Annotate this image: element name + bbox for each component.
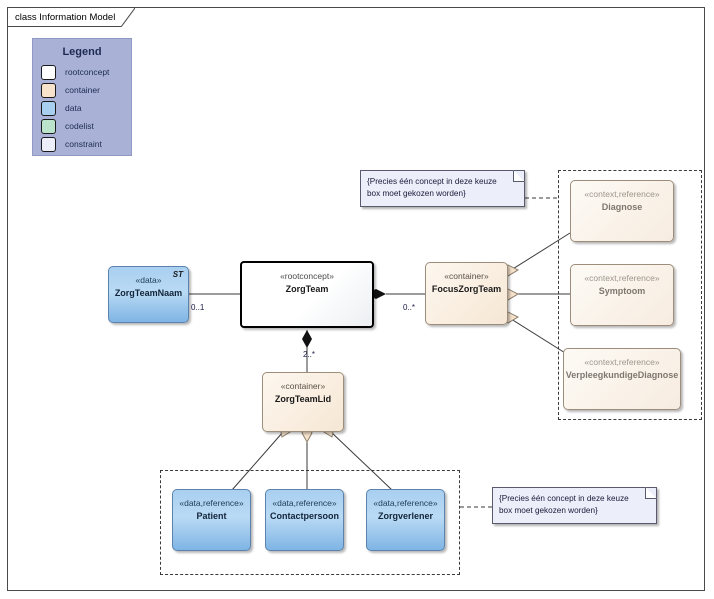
class-symptoom-stereotype: «context,reference» (584, 273, 660, 283)
legend-item-rootconcept: rootconcept (33, 63, 131, 81)
class-zorgteamlid-stereotype: «container» (280, 381, 326, 391)
legend-item-constraint: constraint (33, 135, 131, 153)
legend: Legend rootconcept container data codeli… (32, 38, 132, 156)
class-zorgteamnaam-name: ZorgTeamNaam (114, 287, 183, 298)
class-verpleegkundigediagnose[interactable]: «context,reference» VerpleegkundigeDiagn… (563, 348, 681, 410)
class-verpleegkundigediagnose-stereotype: «context,reference» (584, 357, 660, 367)
class-patient-name: Patient (196, 510, 227, 521)
legend-item-container: container (33, 81, 131, 99)
choice-group-focus (558, 170, 702, 420)
class-patient-stereotype: «data,reference» (179, 498, 244, 508)
class-focuszorgteam-stereotype: «container» (444, 271, 489, 281)
class-zorgteam-name: ZorgTeam (285, 283, 329, 294)
class-zorgverlener-stereotype: «data,reference» (373, 498, 438, 508)
class-zorgteamnaam[interactable]: ST «data» ZorgTeamNaam (108, 266, 189, 323)
class-contactpersoon-stereotype: «data,reference» (272, 498, 337, 508)
class-symptoom-name: Symptoom (598, 285, 646, 296)
legend-label-rootconcept: rootconcept (65, 67, 110, 77)
frame-tab-corner-icon (121, 8, 136, 27)
class-symptoom[interactable]: «context,reference» Symptoom (570, 264, 674, 326)
diagram-frame-tab: class Information Model (7, 7, 136, 27)
class-diagnose[interactable]: «context,reference» Diagnose (570, 180, 674, 242)
legend-label-data: data (65, 103, 82, 113)
note-fold-icon (645, 487, 657, 499)
class-focuszorgteam[interactable]: «container» FocusZorgTeam (425, 262, 508, 325)
class-diagnose-name: Diagnose (601, 201, 643, 212)
class-zorgteam[interactable]: «rootconcept» ZorgTeam (240, 261, 374, 328)
class-contactpersoon[interactable]: «data,reference» Contactpersoon (265, 489, 344, 551)
legend-swatch-rootconcept (41, 64, 56, 80)
multiplicity-zorgteamnaam: 0..1 (191, 303, 205, 312)
note-lid-constraint: {Precies één concept in deze keuze box m… (492, 487, 657, 524)
class-zorgverlener[interactable]: «data,reference» Zorgverlener (366, 489, 445, 551)
diagram-frame-title: class Information Model (15, 11, 116, 23)
class-zorgteam-stereotype: «rootconcept» (280, 271, 334, 281)
class-focuszorgteam-name: FocusZorgTeam (431, 283, 502, 294)
legend-label-constraint: constraint (65, 139, 102, 149)
class-verpleegkundigediagnose-name: VerpleegkundigeDiagnose (565, 369, 679, 380)
legend-label-codelist: codelist (65, 121, 94, 131)
class-zorgverlener-name: Zorgverlener (377, 510, 434, 521)
class-contactpersoon-name: Contactpersoon (269, 510, 339, 521)
multiplicity-zorgteamlid: 2..* (303, 350, 316, 359)
class-zorgteamnaam-tag: ST (172, 270, 183, 279)
note-lid-constraint-text: {Precies één concept in deze keuze box m… (499, 494, 629, 516)
legend-swatch-data (41, 100, 56, 116)
legend-swatch-container (41, 82, 56, 98)
choice-group-lid (160, 470, 460, 575)
class-patient[interactable]: «data,reference» Patient (172, 489, 251, 551)
diagram-frame (7, 7, 705, 591)
class-zorgteamnaam-stereotype: «data» (135, 275, 162, 285)
legend-item-codelist: codelist (33, 117, 131, 135)
class-zorgteamlid[interactable]: «container» ZorgTeamLid (262, 372, 344, 432)
note-fold-icon (513, 170, 525, 182)
legend-item-data: data (33, 99, 131, 117)
class-zorgteamlid-name: ZorgTeamLid (274, 393, 332, 404)
legend-title: Legend (62, 46, 102, 58)
legend-swatch-codelist (41, 118, 56, 134)
legend-swatch-constraint (41, 136, 56, 152)
note-focus-constraint-text: {Precies één concept in deze keuze box m… (367, 177, 497, 199)
legend-label-container: container (65, 85, 100, 95)
note-focus-constraint: {Precies één concept in deze keuze box m… (360, 170, 525, 207)
multiplicity-focuszorgteam: 0..* (403, 303, 416, 312)
class-diagnose-stereotype: «context,reference» (584, 189, 660, 199)
